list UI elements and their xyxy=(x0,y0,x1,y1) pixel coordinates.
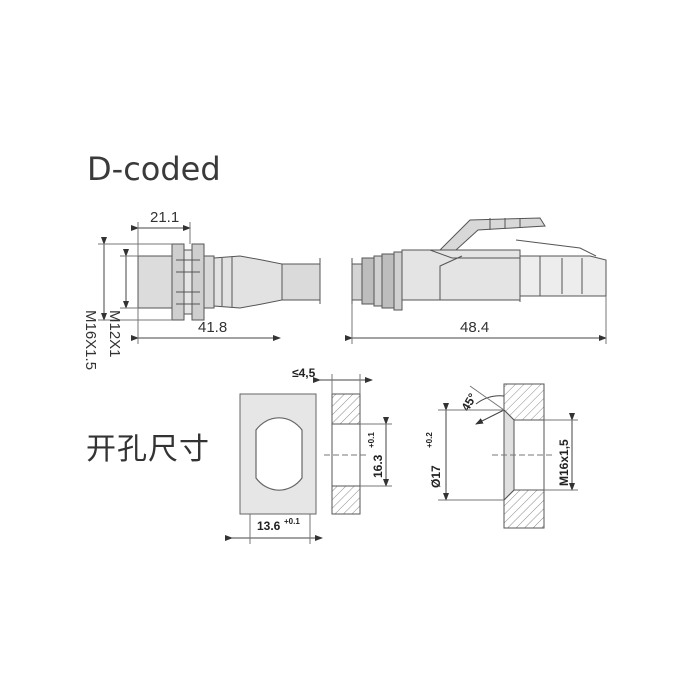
drawing-title: D-coded xyxy=(87,150,221,188)
bore-diameter-label: Ø17 xyxy=(429,465,443,488)
hole-height-label: 16.3 xyxy=(371,454,385,478)
dim-angle xyxy=(469,385,505,425)
dim-hole-height xyxy=(360,417,392,487)
threaded-bore-section xyxy=(492,383,552,529)
hole-height-tolerance: +0.1 xyxy=(367,432,376,448)
dim-thread-size xyxy=(544,413,578,491)
dim-thread-verticals xyxy=(98,237,172,321)
bore-diameter-tolerance: +0.2 xyxy=(425,432,434,448)
dim-21-1-label: 21.1 xyxy=(150,209,179,226)
wall-thickness-label: ≤4,5 xyxy=(292,366,316,380)
thread-m12-label: M12X1 xyxy=(106,310,123,358)
dim-48-4 xyxy=(345,296,607,344)
dim-21-1 xyxy=(131,222,191,256)
dim-hole-width xyxy=(225,514,323,544)
thread-m16-label: M16X1.5 xyxy=(82,310,99,370)
dim-48-4-label: 48.4 xyxy=(460,319,489,336)
panel-connector-drawing xyxy=(137,243,321,321)
thread-size-label: M16x1,5 xyxy=(557,439,571,486)
dim-41-8 xyxy=(131,308,281,344)
dim-bore-diameter xyxy=(438,403,504,501)
dim-41-8-label: 41.8 xyxy=(198,319,227,336)
panel-cutout-front xyxy=(239,393,317,515)
hole-width-tolerance: +0.1 xyxy=(284,517,300,526)
cutout-section-title: 开孔尺寸 xyxy=(86,432,210,467)
dim-wall-thickness xyxy=(313,374,373,394)
panel-cutout-section xyxy=(324,393,368,515)
hole-width-label: 13.6 xyxy=(257,519,281,533)
rj45-plug-drawing xyxy=(351,217,607,311)
